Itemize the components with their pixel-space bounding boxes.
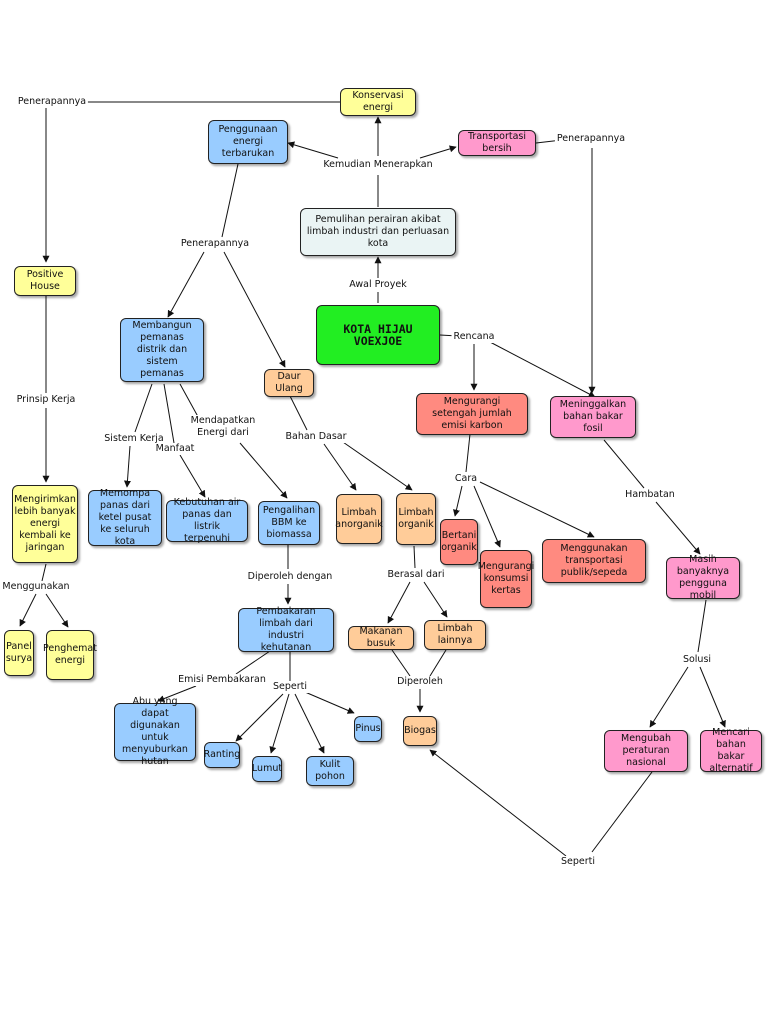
node-lumut[interactable]: Lumut [252, 756, 282, 782]
label-penerapannya: Penerapannya [15, 96, 89, 108]
label-mendapatkan-energi: Mendapatkan Energi dari [182, 415, 264, 439]
label-bahan-dasar: Bahan Dasar [283, 431, 349, 443]
node-kebutuhan-air-panas[interactable]: Kebutuhan air panas dan listrik terpenuh… [166, 497, 248, 544]
node-pemulihan-perairan[interactable]: Pemulihan perairan akibat limbah industr… [300, 208, 456, 256]
label-penerapannya: Penerapannya [554, 133, 628, 145]
node-meninggalkan-bahan-bakar[interactable]: Meninggalkan bahan bakar fosil [550, 396, 636, 438]
label-solusi: Solusi [680, 654, 714, 666]
node-penggunaan-energi[interactable]: Penggunaan energi terbarukan [208, 120, 288, 164]
node-kulit-pohon[interactable]: Kulit pohon [306, 756, 354, 786]
node-membangun-pemanas[interactable]: Membangun pemanas distrik dan sistem pem… [120, 318, 204, 382]
node-konservasi-energi[interactable]: Konservasi energi [340, 88, 416, 116]
label-kemudian-menerapkan: Kemudian Menerapkan [321, 159, 435, 171]
label-hambatan: Hambatan [623, 489, 677, 501]
node-mencari-bahan-bakar[interactable]: Mencari bahan bakar alternatif [700, 727, 762, 774]
label-prinsip-kerja: Prinsip Kerja [14, 394, 78, 406]
node-mengirimkan-energi[interactable]: Mengirimkan lebih banyak energi kembali … [12, 485, 78, 563]
node-limbah-anorganik[interactable]: Limbah anorganik [335, 494, 383, 544]
label-berasal-dari: Berasal dari [385, 569, 447, 581]
node-abu[interactable]: Abu yang dapat digunakan untuk menyuburk… [114, 696, 196, 767]
node-ranting[interactable]: Ranting [204, 742, 240, 768]
node-penghemat-energi[interactable]: Penghemat energi [43, 630, 97, 680]
label-rencana: Rencana [451, 331, 497, 343]
node-masih-banyak-mobil[interactable]: Masih banyaknya pengguna mobil [666, 554, 740, 601]
node-memompa-panas[interactable]: Memompa panas dari ketel pusat ke seluru… [88, 488, 162, 547]
label-menggunakan: Menggunakan [0, 581, 72, 593]
node-biogas[interactable]: Biogas [403, 716, 437, 746]
label-manfaat: Manfaat [153, 443, 197, 455]
node-kota-hijau-voexjoe[interactable]: KOTA HIJAU VOEXJOE [316, 305, 440, 365]
label-seperti: Seperti [270, 681, 310, 693]
node-makanan-busuk[interactable]: Makanan busuk [348, 626, 414, 650]
node-menggunakan-transportasi[interactable]: Menggunakan transportasi publik/sepeda [542, 539, 646, 583]
node-pinus[interactable]: Pinus [354, 716, 382, 742]
node-limbah-organik[interactable]: Limbah organik [396, 493, 436, 545]
node-limbah-lainnya[interactable]: Limbah lainnya [424, 620, 486, 650]
label-diperoleh: Diperoleh [395, 676, 445, 688]
node-mengurangi-kertas[interactable]: Mengurangi konsumsi kertas [478, 550, 534, 608]
node-transportasi-bersih[interactable]: Transportasi bersih [458, 130, 536, 156]
node-mengubah-peraturan[interactable]: Mengubah peraturan nasional [604, 730, 688, 772]
node-mengurangi-emisi[interactable]: Mengurangi setengah jumlah emisi karbon [416, 393, 528, 435]
label-awal-proyek: Awal Proyek [347, 279, 409, 291]
node-bertani-organik[interactable]: Bertani organik [440, 519, 478, 565]
node-daur-ulang[interactable]: Daur Ulang [264, 369, 314, 397]
label-seperti: Seperti [558, 856, 598, 868]
node-positive-house[interactable]: Positive House [14, 266, 76, 296]
label-cara: Cara [452, 473, 480, 485]
node-pengalihan-bbm[interactable]: Pengalihan BBM ke biomassa [258, 501, 320, 545]
label-penerapannya: Penerapannya [178, 238, 252, 250]
label-sistem-kerja: Sistem Kerja [102, 433, 166, 445]
label-diperoleh-dengan: Diperoleh dengan [245, 571, 335, 583]
node-pembakaran-limbah[interactable]: Pembakaran limbah dari industri kehutana… [238, 606, 334, 653]
node-panel-surya[interactable]: Panel surya [4, 630, 34, 676]
label-emisi-pembakaran: Emisi Pembakaran [176, 674, 268, 686]
